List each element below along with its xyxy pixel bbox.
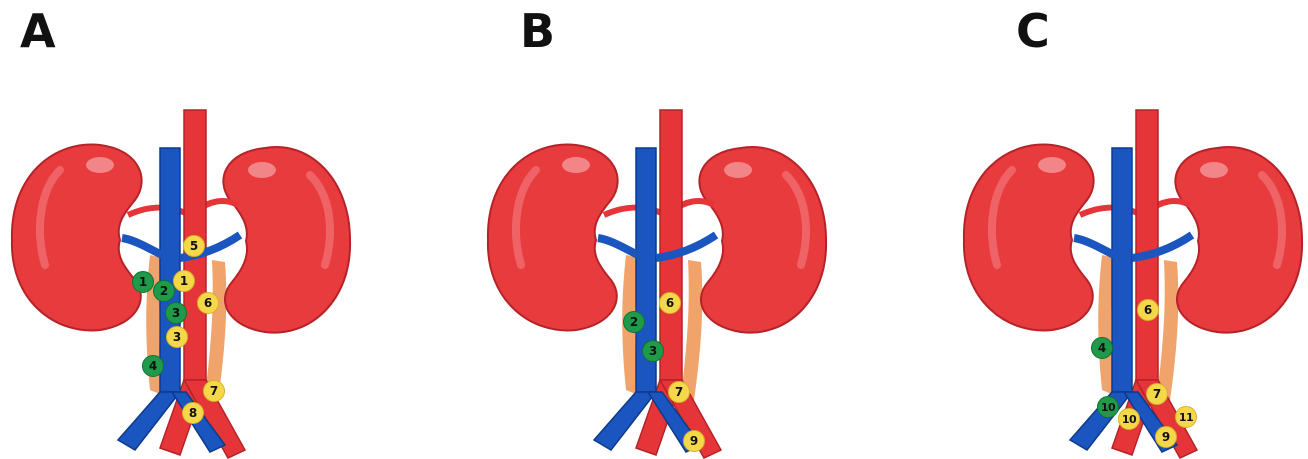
- marker-yellow-7: 7: [668, 381, 690, 403]
- panel-label: C: [1016, 4, 1051, 58]
- panel-label: A: [20, 4, 57, 58]
- marker-yellow-6: 6: [1137, 299, 1159, 321]
- marker-green-3: 3: [642, 340, 664, 362]
- marker-green-2: 2: [153, 280, 175, 302]
- marker-yellow-10: 10: [1118, 408, 1140, 430]
- marker-yellow-6: 6: [197, 292, 219, 314]
- marker-yellow-11: 11: [1175, 406, 1197, 428]
- marker-yellow-3: 3: [166, 326, 188, 348]
- marker-green-4: 4: [142, 355, 164, 377]
- marker-green-10: 10: [1097, 396, 1119, 418]
- marker-green-2: 2: [623, 311, 645, 333]
- marker-yellow-6: 6: [659, 292, 681, 314]
- marker-yellow-9: 9: [683, 430, 705, 452]
- marker-yellow-5: 5: [183, 235, 205, 257]
- marker-yellow-7: 7: [1146, 383, 1168, 405]
- panel-label: B: [520, 4, 556, 58]
- marker-yellow-8: 8: [182, 402, 204, 424]
- marker-yellow-9: 9: [1155, 426, 1177, 448]
- marker-green-1: 1: [132, 271, 154, 293]
- marker-yellow-7: 7: [203, 380, 225, 402]
- marker-green-3: 3: [165, 302, 187, 324]
- marker-yellow-1: 1: [173, 270, 195, 292]
- marker-green-4: 4: [1091, 337, 1113, 359]
